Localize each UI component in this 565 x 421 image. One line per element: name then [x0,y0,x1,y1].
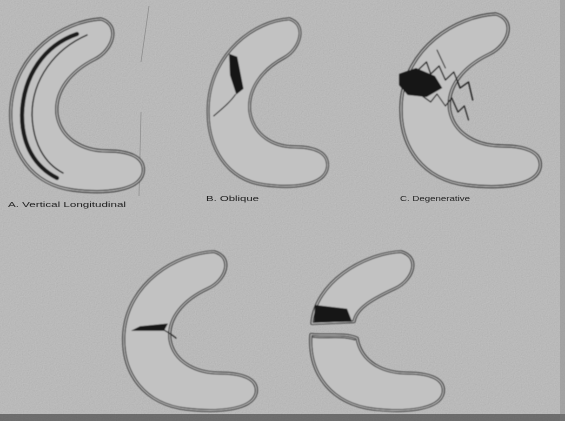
caption-a: A. Vertical Longitudinal [8,200,126,209]
caption-b: B. Oblique [206,194,259,203]
scan-bottom-edge [0,414,565,421]
caption-c: C. Degenerative [400,194,470,203]
scan-right-edge [560,0,565,421]
